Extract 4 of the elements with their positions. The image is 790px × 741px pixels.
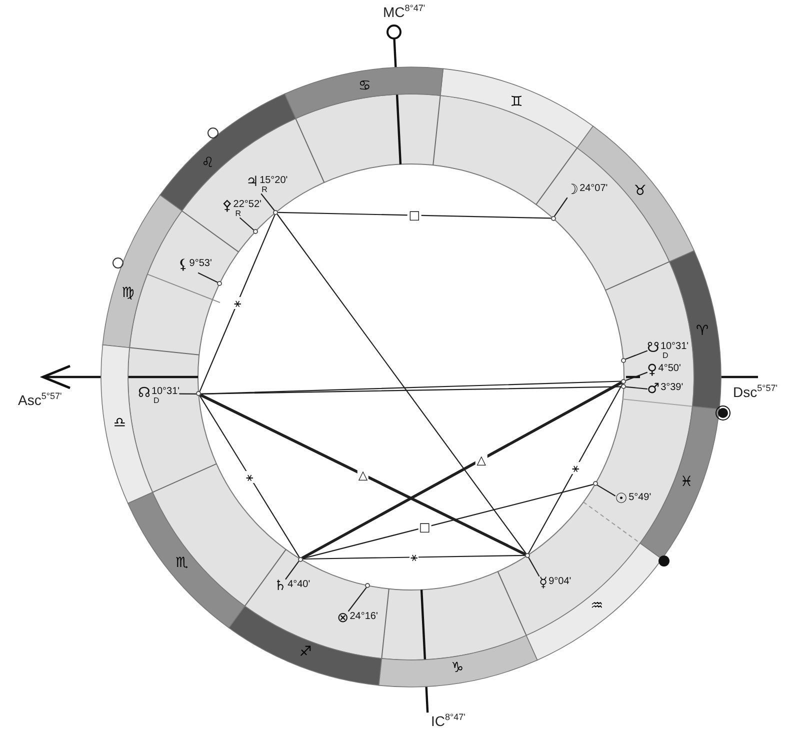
angle-label: Dsc$^{5°57'}$ xyxy=(733,384,778,400)
angle-label: Asc$^{5°57'}$ xyxy=(18,392,62,408)
angle-label: IC$^{8°47'}$ xyxy=(431,713,466,729)
angle-label: MC$^{8°47'}$ xyxy=(383,4,426,20)
